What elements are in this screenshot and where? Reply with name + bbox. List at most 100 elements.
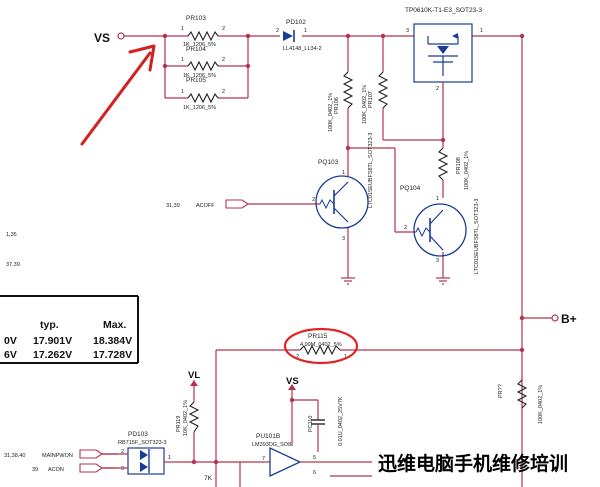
resistor-zigzag-icon [377,71,389,109]
mosfet-tp0610k: TP0610K-T1-E3_SOT23-3 3 1 2 [405,7,483,92]
mosfet-pin1: 1 [480,28,483,34]
pr108-ref: PR108 [456,157,462,174]
diode-triangle-icon [140,462,148,472]
table-row1-max: 18.384V [93,335,132,347]
pr107-value: 100K_0402_1% [362,85,368,124]
pq103-pin1: 1 [342,170,345,176]
pr106-ref: PR106 [334,97,340,114]
mosfet-ref: TP0610K-T1-E3_SOT23-3 [405,7,482,14]
pc110-value: 0.01U_0402_25V7K [338,396,344,446]
pr104-ref: PR104 [186,46,206,53]
resistor-pr104: PR104 1 2 1K_1206_5% [181,46,225,79]
resistor-pr105: PR105 1 2 1K_1206_5% [181,77,225,111]
ground-q103 [341,277,355,285]
pr105-value: 1K_1206_5% [183,105,216,111]
resistor-zigzag-icon [188,401,200,433]
mainpwon-name: MAINPWON [42,453,73,459]
pd102-ref: PD102 [286,19,306,26]
vs2-label: VS [286,376,299,387]
b-plus-net: B+ [551,312,577,326]
watermark-text: 迅维电脑手机维修培训 [378,452,568,475]
signal-port-icon [79,449,103,459]
resistor-zigzag-icon [187,60,219,72]
pd102-pin2: 2 [276,28,279,34]
acoff-name: ACOFF [196,203,215,209]
side-labels: 1,35 37,39 [6,232,20,268]
pr108-value: 100K_0402_1% [464,151,470,190]
resistor-pr115: PR115 4.99M_0402_5% 2 1 [283,327,360,365]
acon-num: 39 [32,467,38,473]
pr104-pin1: 1 [181,57,184,63]
pq103-pin3: 3 [342,236,345,242]
stray-k-label: 7K [204,475,213,482]
pd103-part: RB715F_SOT323-3 [118,440,167,446]
vl-label: VL [188,370,200,381]
signal-mainpwon: 31,38,40 MAINPWON [4,449,128,459]
mainpwon-num: 31,38,40 [4,453,25,459]
side-label-2: 37,39 [6,262,20,268]
spec-table: typ. Max. 0V 17.901V 18.384V 6V 17.262V … [0,295,139,364]
pr106-value: 100K_0402_1% [328,93,334,132]
mosfet-box [413,23,473,83]
pr103-value: 1K_1206_5% [183,42,216,48]
resistor-zigzag-icon [187,30,219,42]
signal-acoff: 31,39 ACOFF [166,199,249,209]
table-row2-typ: 17.262V [33,349,72,361]
ground-q104 [436,277,450,285]
pr119-value: 10K_0402_1% [183,400,189,436]
table-row2-max: 17.728V [93,349,132,361]
pr104-pin2: 2 [222,57,225,63]
pr103-pin2: 2 [222,26,225,32]
pd103-pin1: 1 [168,455,171,461]
pr103-ref: PR103 [186,15,206,22]
prxx-ref: PR?? [498,384,504,398]
annotation-arrow-icon [80,44,156,146]
opamp-triangle-icon [269,446,302,478]
pr103-pin1: 1 [181,26,184,32]
side-label-1: 1,35 [6,232,17,238]
vl-net: VL [188,370,200,386]
resistor-zigzag-icon [516,379,528,409]
pu101b-part: LM393DG_SO8 [252,442,291,448]
pd102-pin1: 1 [304,28,307,34]
pr105-pin2: 2 [222,89,225,95]
resistor-zigzag-icon [342,71,354,109]
pq103-pin2: 2 [312,197,315,203]
junction-dots [162,33,525,465]
pr115-value: 4.99M_0402_5% [300,342,342,348]
pd103-pin3: 3 [121,466,124,472]
diode-pd102: PD102 2 1 LL4148_LL34-2 [276,19,322,52]
wires [100,35,552,487]
pr105-ref: PR105 [186,77,206,84]
pr119-ref: PR119 [176,416,182,432]
highlight-circle [283,327,359,365]
diode-triangle-icon [140,450,148,460]
mosfet-diode-icon [437,46,449,54]
resistor-zigzag-icon [299,344,341,356]
b-plus-terminal-icon [551,314,559,322]
pr105-pin1: 1 [181,89,184,95]
pq103-part: LTC015EUBFS8TL_SOT323-3 [368,133,374,208]
diode-pd103: PD103 RB715F_SOT323-3 2 3 1 [118,431,176,475]
pd103-ref: PD103 [128,431,148,438]
pr115-ref: PR115 [308,333,328,340]
table-row1-typ: 17.901V [33,335,72,347]
pq104-ref: PQ104 [400,185,421,192]
resistor-pr106: PR106 100K_0402_1% [328,71,354,132]
table-header-typ: typ. [40,319,59,331]
acoff-num: 31,39 [166,203,180,209]
pq104-pin2: 2 [404,225,407,231]
transistor-pq104: PQ104 LTC015EUBFS8TL_SOT323-3 1 2 3 [400,185,480,274]
pq104-part: LTC015EUBFS8TL_SOT323-3 [474,199,480,274]
pu101b-pin5: 5 [313,455,316,461]
table-row2-left: 6V [4,349,17,361]
table-row1-left: 0V [4,335,17,347]
vs-terminal-icon [117,32,125,40]
signal-port-icon [225,199,249,209]
resistor-right-lower: PR?? 100K_0402_1% [498,379,544,424]
comparator-pu101b: VS PU101B LM393DG_SO8 7 5 6 [252,376,316,478]
pq104-pin1: 1 [436,196,439,202]
signal-port-icon [79,463,103,473]
